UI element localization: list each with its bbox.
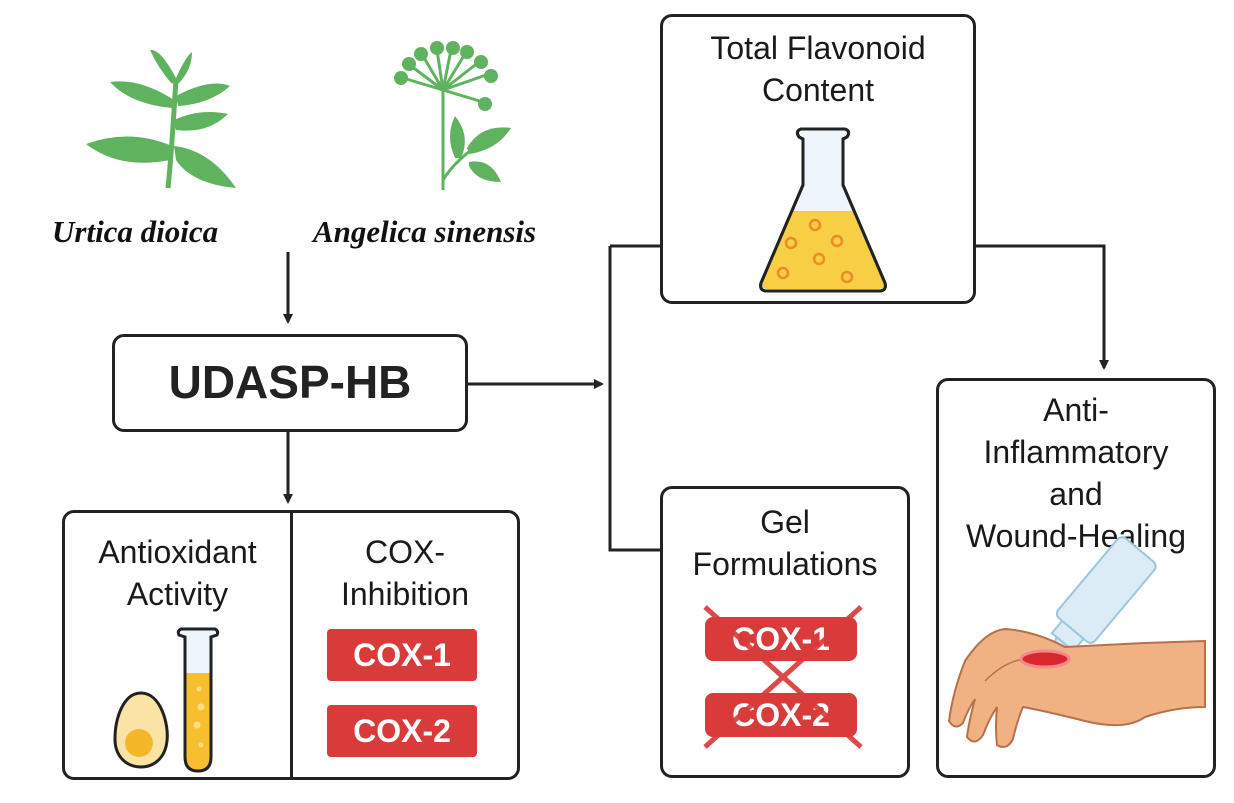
- flavonoid-label-line1: Total Flavonoid: [710, 30, 926, 66]
- wound-label-line2: Inflammatory: [983, 434, 1169, 470]
- test-tube-icon: [176, 627, 220, 773]
- activity-node: Antioxidant Activity COX- Inhibition COX…: [62, 510, 520, 780]
- source-urtica-dioica: Urtica dioica: [52, 214, 219, 249]
- flavonoid-node: Total Flavonoid Content: [660, 14, 976, 304]
- angelica-plant-icon: [394, 41, 511, 190]
- egg-icon: [113, 691, 169, 769]
- antioxidant-label-line1: Antioxidant: [98, 534, 257, 570]
- cox-inhibition-label-line1: COX-: [365, 534, 445, 570]
- hand-gel-application-icon: [947, 536, 1206, 748]
- gel-label-line1: Gel: [760, 504, 810, 540]
- gel-label-line2: Formulations: [692, 546, 878, 582]
- cross-out-icon: [703, 605, 863, 749]
- erlenmeyer-flask-icon: [759, 127, 887, 293]
- flavonoid-label-line2: Content: [761, 72, 875, 108]
- gel-formulations-node: Gel Formulations COX-1 COX-2: [660, 486, 910, 778]
- wound-healing-node: Anti- Inflammatory and Wound-Healing: [936, 378, 1216, 778]
- wound-label-line4: Wound-Healing: [966, 518, 1186, 554]
- antioxidant-label-line2: Activity: [126, 576, 229, 612]
- cox-inhibition-label-line2: Inhibition: [340, 576, 470, 612]
- udasp-hb-node: UDASP-HB: [112, 334, 468, 432]
- udasp-hb-label: UDASP-HB: [168, 356, 412, 408]
- source-angelica-sinensis: Angelica sinensis: [313, 214, 537, 249]
- gel-cox-1-badge: COX-1: [705, 617, 857, 661]
- arrow-flavonoid-to-wound: [976, 244, 1109, 370]
- branch-line: [608, 244, 662, 552]
- cox-2-badge: COX-2: [327, 705, 477, 757]
- cox-1-badge: COX-1: [327, 629, 477, 681]
- nettle-plant-icon: [86, 49, 236, 189]
- wound-label-line1: Anti-: [1043, 392, 1109, 428]
- activity-divider: [290, 513, 293, 777]
- wound-label-line3: and: [1049, 476, 1103, 512]
